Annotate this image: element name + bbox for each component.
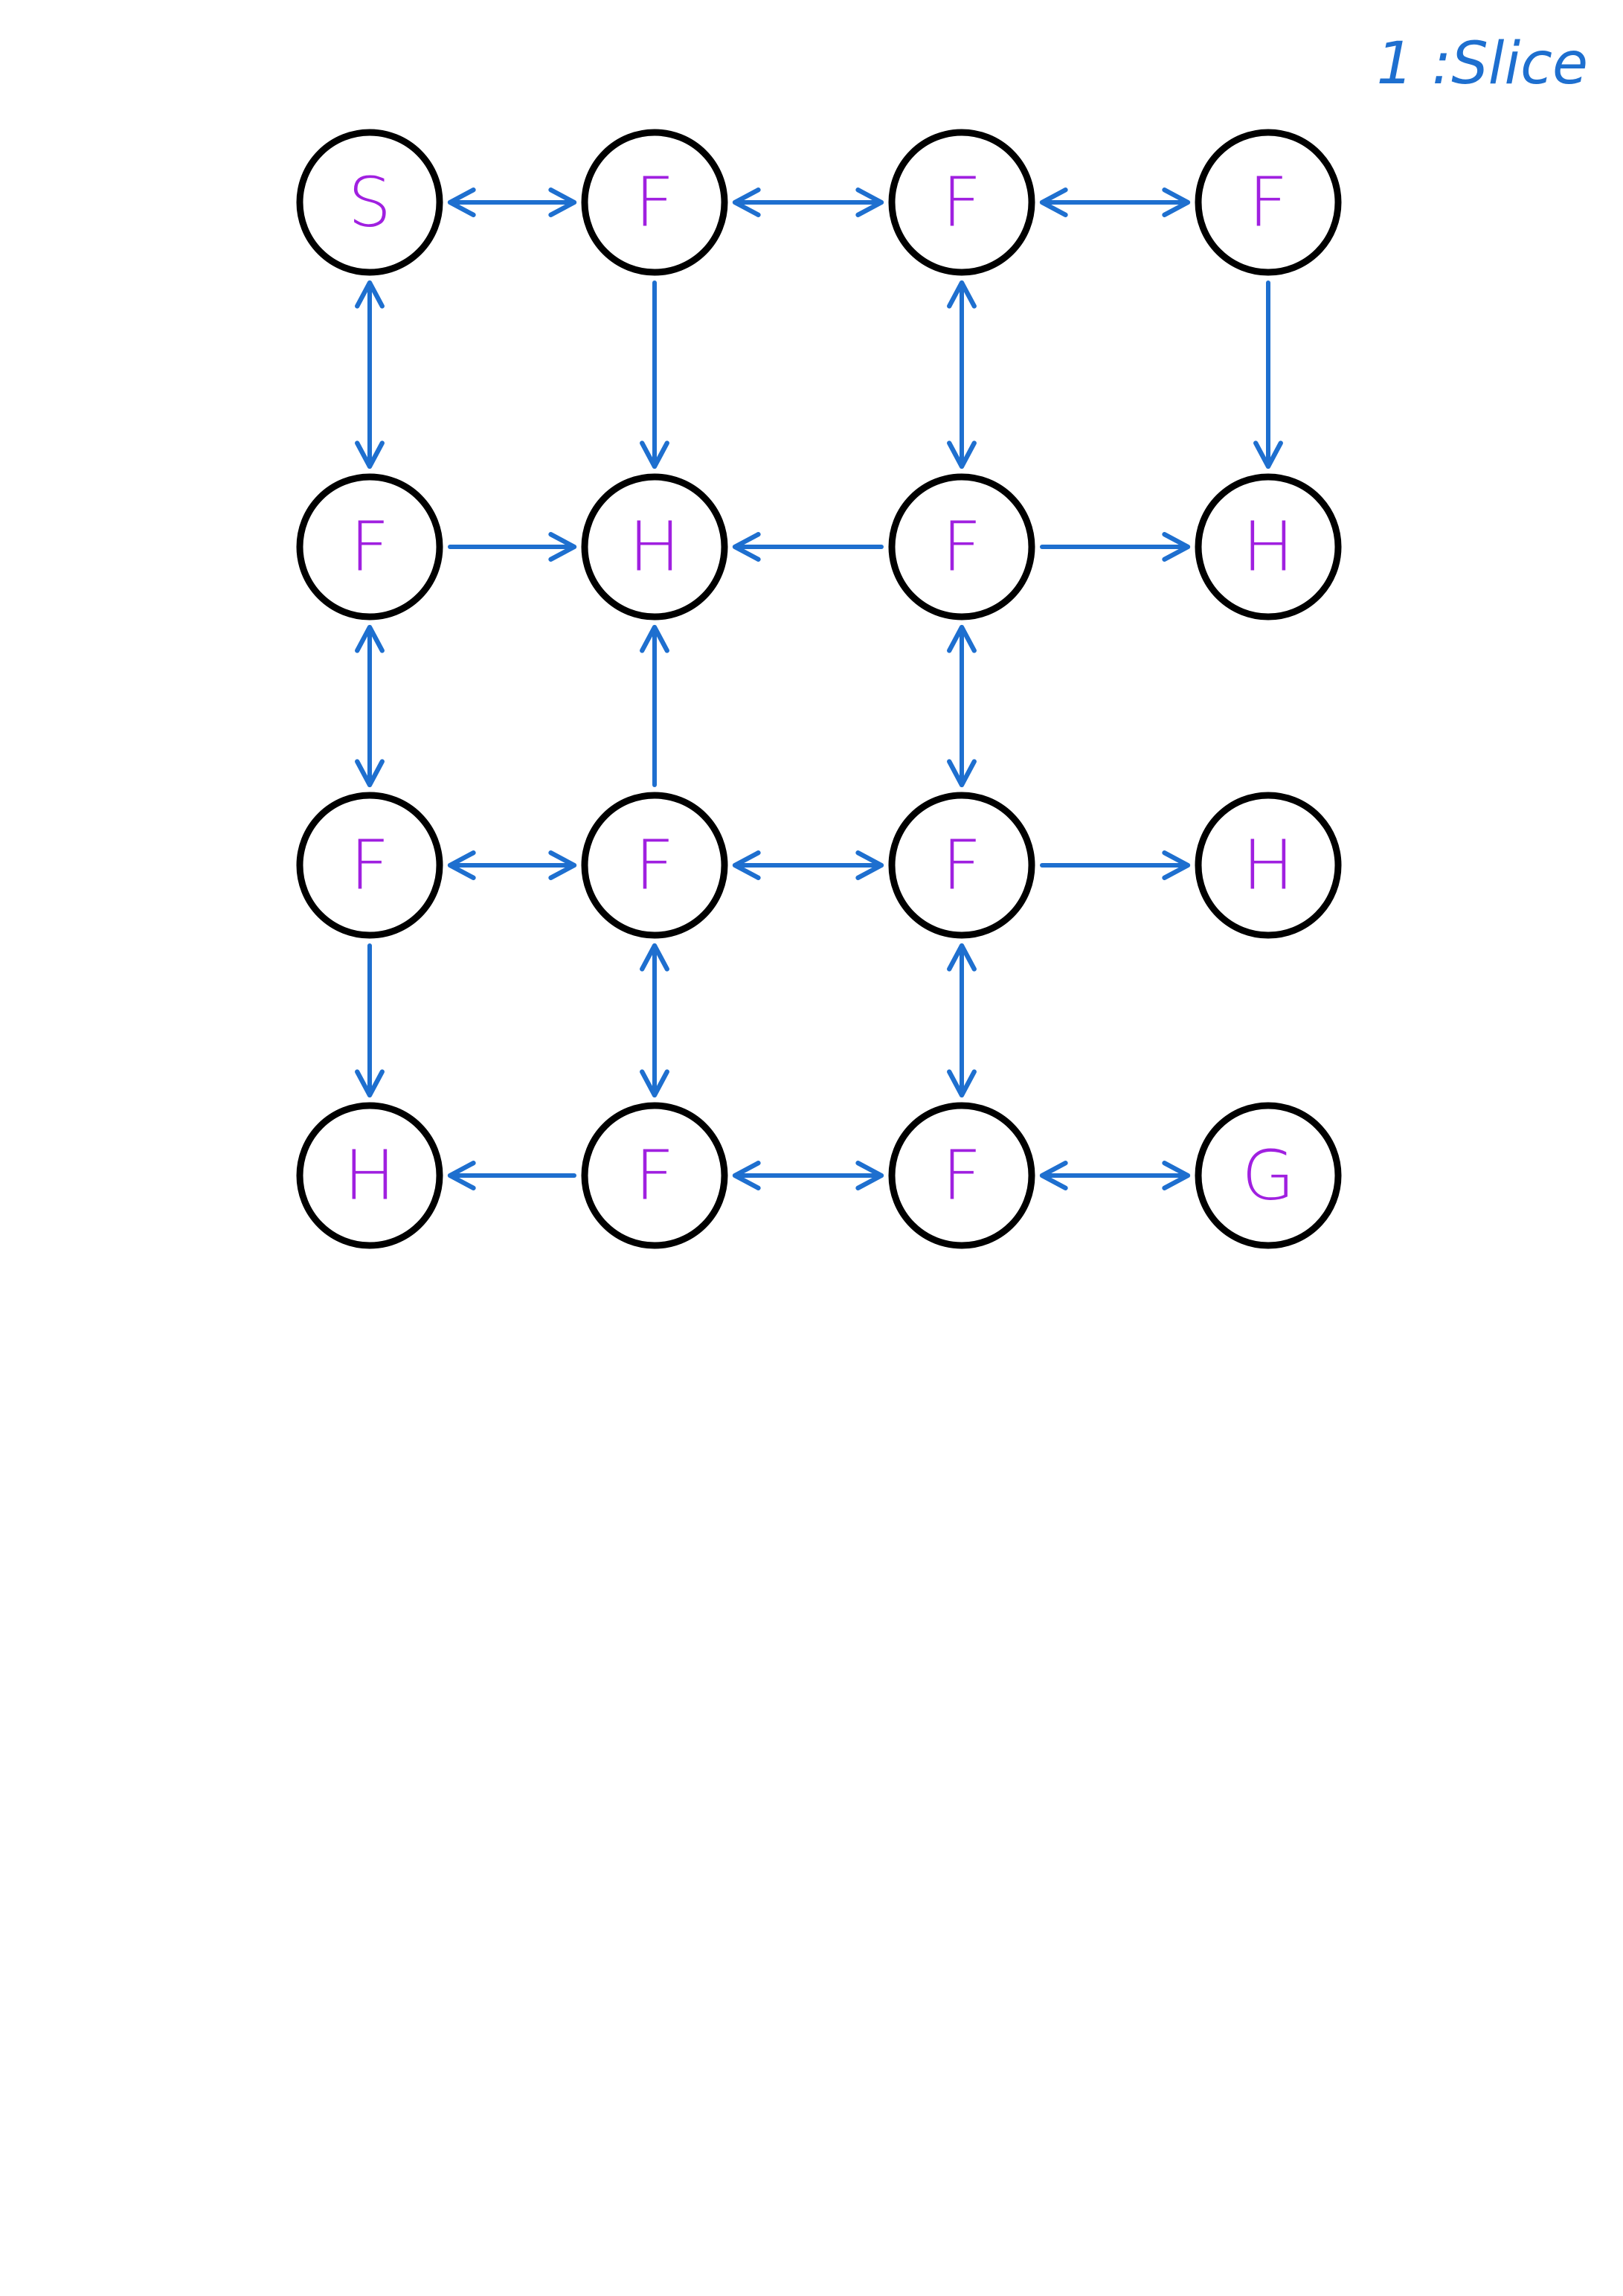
node-label: H — [1242, 507, 1293, 587]
node-label: G — [1241, 1136, 1294, 1216]
node-circle — [296, 1102, 443, 1249]
grid-node-r2c1: F — [581, 792, 728, 939]
grid-node-r3c2: F — [888, 1102, 1035, 1249]
grid-node-r0c2: F — [888, 129, 1035, 276]
node-label: F — [942, 1136, 982, 1216]
node-label: F — [635, 826, 675, 905]
node-circle — [296, 792, 443, 939]
grid-node-r2c0: F — [296, 792, 443, 939]
edges-layer — [355, 187, 1283, 1190]
node-label: F — [635, 1136, 675, 1216]
node-circle — [581, 1102, 728, 1249]
node-circle — [888, 792, 1035, 939]
node-label: H — [344, 1136, 395, 1216]
node-label: S — [348, 163, 391, 243]
node-circle — [1195, 792, 1342, 939]
grid-node-r3c1: F — [581, 1102, 728, 1249]
grid-node-r1c3: H — [1195, 473, 1342, 621]
grid-node-r2c3: H — [1195, 792, 1342, 939]
page-note: 1 :Slice — [1377, 31, 1588, 97]
node-circle — [1195, 1102, 1342, 1249]
grid-node-r0c3: F — [1195, 129, 1342, 276]
node-label: F — [350, 507, 390, 587]
node-circle — [581, 129, 728, 276]
node-label: F — [942, 507, 982, 587]
node-label: F — [1249, 163, 1288, 243]
node-label: F — [350, 826, 390, 905]
node-circle — [888, 473, 1035, 621]
node-label: F — [942, 163, 982, 243]
node-circle — [1195, 129, 1342, 276]
grid-node-r1c0: F — [296, 473, 443, 621]
grid-node-r1c2: F — [888, 473, 1035, 621]
node-circle — [888, 1102, 1035, 1249]
node-circle — [296, 473, 443, 621]
grid-node-r1c1: H — [581, 473, 728, 621]
nodes-layer: S F F F F H F H F F F H H F F G — [296, 129, 1342, 1249]
node-circle — [888, 129, 1035, 276]
node-circle — [296, 129, 443, 276]
node-label: F — [635, 163, 675, 243]
grid-node-r2c2: F — [888, 792, 1035, 939]
node-label: H — [629, 507, 680, 587]
node-circle — [581, 473, 728, 621]
grid-node-r0c0: S — [296, 129, 443, 276]
node-label: F — [942, 826, 982, 905]
grid-node-r3c0: H — [296, 1102, 443, 1249]
node-circle — [581, 792, 728, 939]
grid-node-r0c1: F — [581, 129, 728, 276]
grid-node-r3c3: G — [1195, 1102, 1342, 1249]
node-circle — [1195, 473, 1342, 621]
node-label: H — [1242, 826, 1293, 905]
